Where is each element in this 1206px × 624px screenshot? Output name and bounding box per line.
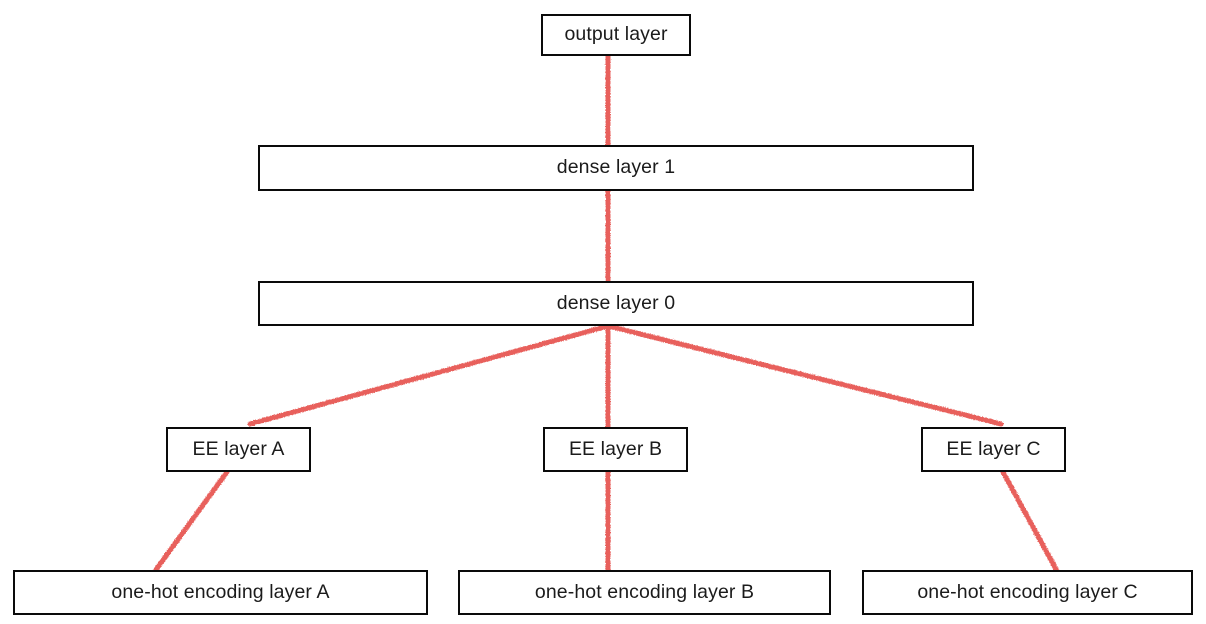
node-one-hot-layer-a[interactable]: one-hot encoding layer A xyxy=(13,570,428,615)
node-label-ee-layer-b: EE layer B xyxy=(568,437,663,460)
node-ee-layer-a[interactable]: EE layer A xyxy=(166,427,311,472)
edge-eea-to-dense0 xyxy=(247,323,611,427)
edge-onehota-to-eea xyxy=(152,469,230,574)
node-dense-layer-1[interactable]: dense layer 1 xyxy=(258,145,974,191)
node-label-dense-layer-0: dense layer 0 xyxy=(556,291,676,314)
node-label-ee-layer-a: EE layer A xyxy=(192,437,285,460)
node-output-layer[interactable]: output layer xyxy=(541,14,691,56)
edge-eec-to-dense0 xyxy=(605,323,1004,427)
node-label-one-hot-layer-b: one-hot encoding layer B xyxy=(534,580,755,603)
node-one-hot-layer-c[interactable]: one-hot encoding layer C xyxy=(862,570,1193,615)
node-label-one-hot-layer-a: one-hot encoding layer A xyxy=(111,580,330,603)
edge-onehotc-to-eec xyxy=(1000,469,1060,574)
node-label-dense-layer-1: dense layer 1 xyxy=(556,156,676,179)
node-label-ee-layer-c: EE layer C xyxy=(946,437,1041,460)
node-label-one-hot-layer-c: one-hot encoding layer C xyxy=(917,580,1138,603)
node-one-hot-layer-b[interactable]: one-hot encoding layer B xyxy=(458,570,831,615)
node-dense-layer-0[interactable]: dense layer 0 xyxy=(258,281,974,326)
node-ee-layer-c[interactable]: EE layer C xyxy=(921,427,1066,472)
node-ee-layer-b[interactable]: EE layer B xyxy=(543,427,688,472)
node-label-output-layer: output layer xyxy=(564,23,668,46)
